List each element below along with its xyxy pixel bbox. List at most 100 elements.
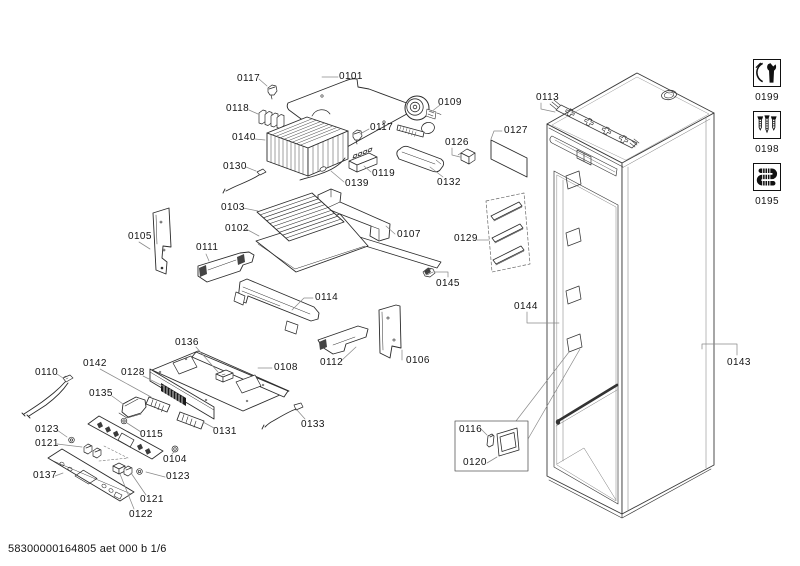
leader-lines — [54, 76, 738, 510]
part-label-0117: 0117 — [370, 122, 394, 133]
part-label-0145: 0145 — [436, 278, 460, 289]
part-label-0116: 0116 — [459, 424, 483, 435]
screws-icon — [753, 111, 781, 139]
part-label-0101: 0101 — [339, 71, 363, 82]
grille-strips-0129 — [485, 192, 531, 273]
part-label-0109: 0109 — [438, 97, 462, 108]
wrench-service-icon — [753, 59, 781, 87]
part-label-0104: 0104 — [163, 454, 187, 465]
legend-item-heater: 0195 — [753, 163, 781, 207]
cable-0133 — [261, 402, 304, 430]
document-code: 58300000164805 aet 000 b 1/6 — [8, 543, 167, 555]
part-label-0121: 0121 — [35, 438, 59, 449]
terminal-block-0119 — [348, 147, 378, 173]
front-panel-0137 — [47, 448, 135, 502]
part-label-0111: 0111 — [196, 242, 219, 253]
part-label-0133: 0133 — [301, 419, 325, 430]
screw-0123-a — [68, 436, 75, 444]
part-label-0130: 0130 — [223, 161, 247, 172]
part-label-0123: 0123 — [35, 424, 59, 435]
vent-grille-0142 — [145, 396, 171, 413]
part-label-0108: 0108 — [274, 362, 298, 373]
heater-coil-icon — [753, 163, 781, 191]
vent-grille-0131 — [176, 411, 205, 430]
control-module — [87, 415, 164, 460]
part-label-0112: 0112 — [320, 357, 344, 368]
panel-0127 — [490, 139, 528, 178]
part-label-0122: 0122 — [129, 509, 153, 520]
part-label-0132: 0132 — [437, 177, 461, 188]
rail-bracket-0111 — [197, 251, 255, 283]
detail-callout-box — [454, 348, 581, 472]
part-label-0113: 0113 — [536, 92, 560, 103]
rail-bracket-0112 — [317, 325, 369, 355]
drip-tray-0102 — [255, 213, 442, 273]
bracket-0105 — [152, 207, 172, 275]
rail-0114 — [233, 278, 320, 335]
part-label-0121: 0121 — [140, 494, 164, 505]
top-trim-strip-0113 — [549, 99, 640, 149]
legend-item-screws: 0198 — [753, 111, 781, 155]
part-label-0120: 0120 — [463, 457, 487, 468]
part-label-0123: 0123 — [166, 471, 190, 482]
handle-part-0132 — [396, 145, 445, 173]
part-label-0144: 0144 — [514, 301, 538, 312]
part-label-0143: 0143 — [727, 357, 751, 368]
bezel-0120 — [496, 427, 520, 457]
cabinet-opening — [553, 170, 619, 505]
wire-0139 — [299, 157, 346, 181]
heater-plate-0103 — [256, 192, 345, 242]
freezer-cabinet — [546, 72, 715, 519]
legend-code: 0199 — [755, 92, 779, 103]
interior-sensor-squares — [565, 170, 583, 353]
part-label-0142: 0142 — [83, 358, 107, 369]
fan-0109 — [396, 95, 442, 138]
part-label-0110: 0110 — [35, 367, 59, 378]
part-label-0118: 0118 — [226, 103, 250, 114]
part-label-0129: 0129 — [454, 233, 478, 244]
evaporator-0140 — [266, 109, 349, 177]
clip-0121-b — [123, 465, 133, 477]
clip-0117-a — [267, 84, 278, 100]
legend-code: 0195 — [755, 196, 779, 207]
connector-0122 — [112, 462, 126, 475]
bracket-0106 — [378, 304, 402, 359]
interior-heater-tube — [555, 383, 619, 427]
part-label-0135: 0135 — [89, 388, 113, 399]
clip-0117-b — [352, 129, 363, 145]
part-label-0107: 0107 — [397, 229, 421, 240]
connector-0136 — [215, 369, 234, 383]
part-label-0131: 0131 — [213, 426, 237, 437]
mounting-frame-0108 — [149, 350, 290, 420]
part-label-0103: 0103 — [221, 202, 245, 213]
legend-item-service: 0199 — [753, 59, 781, 103]
screw-0104 — [171, 445, 179, 453]
clips-0121-a — [83, 443, 129, 462]
part-label-0117: 0117 — [237, 73, 261, 84]
part-label-0106: 0106 — [406, 355, 430, 366]
cover-0135 — [118, 396, 147, 419]
part-label-0102: 0102 — [225, 223, 249, 234]
part-label-0140: 0140 — [232, 132, 256, 143]
fin-pack-0118 — [258, 109, 285, 129]
part-label-0115: 0115 — [140, 429, 164, 440]
part-label-0119: 0119 — [372, 168, 396, 179]
switch-block-0126 — [457, 148, 476, 165]
part-label-0136: 0136 — [175, 337, 199, 348]
screw-0123-b — [136, 468, 143, 475]
part-label-0105: 0105 — [128, 231, 152, 242]
part-label-0128: 0128 — [121, 367, 145, 378]
part-label-0137: 0137 — [33, 470, 57, 481]
clip-0145 — [422, 267, 436, 278]
part-label-0127: 0127 — [504, 125, 528, 136]
screw-0115 — [120, 417, 128, 425]
part-label-0114: 0114 — [315, 292, 339, 303]
duct-0107 — [317, 188, 391, 242]
part-label-0139: 0139 — [345, 178, 369, 189]
vent-grille-0128 — [161, 383, 186, 406]
cable-0110 — [21, 374, 74, 419]
legend-code: 0198 — [755, 144, 779, 155]
sensor-wire-0130 — [222, 168, 267, 194]
